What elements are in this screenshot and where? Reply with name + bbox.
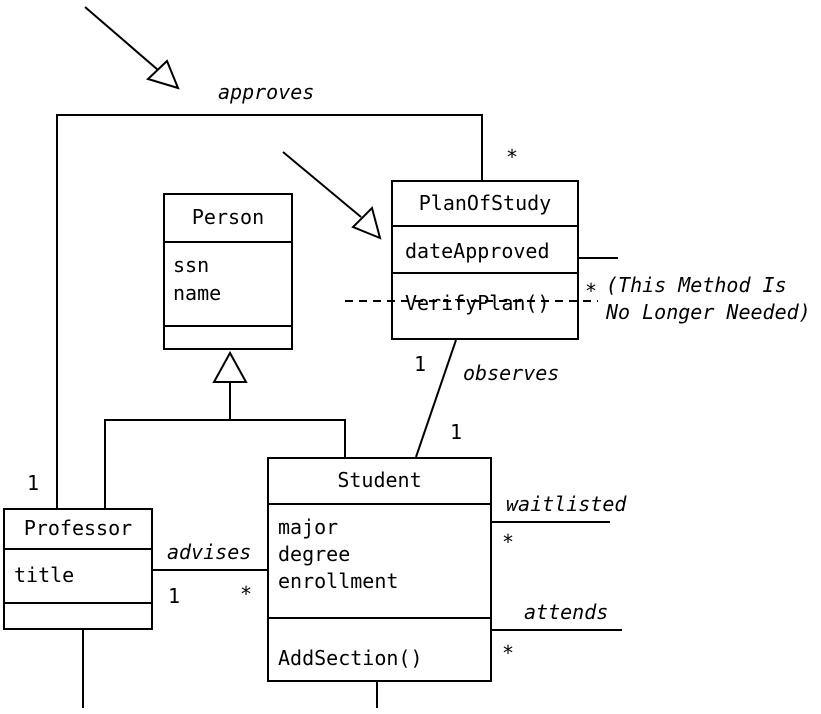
annotation-arrow-1-head-icon bbox=[146, 59, 180, 90]
attribute-title: title bbox=[14, 563, 75, 587]
attends-multiplicity: * bbox=[502, 641, 515, 665]
class-person-methods bbox=[165, 327, 291, 348]
class-student-methods: AddSection() bbox=[269, 619, 490, 680]
class-planofstudy: PlanOfStudy dateApproved VerifyPlan() bbox=[391, 180, 579, 340]
class-person: Person ssn name bbox=[163, 193, 293, 350]
observes-student-multiplicity: 1 bbox=[450, 420, 463, 444]
method-addsection: AddSection() bbox=[278, 646, 423, 670]
class-planofstudy-attributes: dateApproved bbox=[393, 227, 577, 274]
method-deprecated-note-line2: No Longer Needed) bbox=[606, 300, 811, 324]
attribute-dateapproved: dateApproved bbox=[405, 239, 550, 263]
waitlisted-multiplicity: * bbox=[502, 530, 515, 554]
class-planofstudy-title: PlanOfStudy bbox=[393, 182, 577, 227]
approves-label: approves bbox=[218, 80, 315, 104]
attribute-degree: degree bbox=[278, 542, 351, 566]
method-verifyplan: VerifyPlan() bbox=[405, 291, 550, 315]
observes-plan-multiplicity: 1 bbox=[414, 352, 427, 376]
waitlisted-label: waitlisted bbox=[506, 492, 627, 516]
attribute-major: major bbox=[278, 515, 339, 539]
attribute-name: name bbox=[173, 281, 222, 305]
class-professor: Professor title bbox=[3, 508, 153, 630]
approves-plan-multiplicity: * bbox=[506, 145, 519, 169]
generalization-arrowhead-icon bbox=[212, 350, 248, 383]
class-professor-title: Professor bbox=[5, 510, 151, 550]
annotation-arrow-2-line bbox=[282, 151, 362, 218]
method-deprecated-note-line1: (This Method Is bbox=[606, 273, 787, 297]
method-deprecated-note: (This Method Is No Longer Needed) bbox=[606, 272, 811, 326]
advises-label: advises bbox=[167, 540, 252, 564]
class-student-attributes: major degree enrollment bbox=[269, 505, 490, 619]
annotation-arrow-1-line bbox=[84, 6, 159, 71]
class-professor-attributes: title bbox=[5, 550, 151, 604]
class-person-title: Person bbox=[165, 195, 291, 243]
class-planofstudy-methods: VerifyPlan() bbox=[393, 274, 577, 338]
class-student-title: Student bbox=[269, 459, 490, 505]
class-professor-methods bbox=[5, 604, 151, 628]
attends-label: attends bbox=[524, 600, 609, 624]
annotation-arrow-2-head-icon bbox=[351, 206, 382, 240]
class-person-attributes: ssn name bbox=[165, 243, 291, 327]
plan-stub-multiplicity: * bbox=[585, 279, 598, 303]
attribute-enrollment: enrollment bbox=[278, 569, 399, 593]
approves-professor-multiplicity: 1 bbox=[27, 471, 40, 495]
observes-label: observes bbox=[463, 361, 560, 385]
class-student: Student major degree enrollment AddSecti… bbox=[267, 457, 492, 682]
advises-professor-multiplicity: 1 bbox=[168, 584, 181, 608]
attribute-ssn: ssn bbox=[173, 253, 210, 277]
advises-student-multiplicity: * bbox=[240, 582, 253, 606]
